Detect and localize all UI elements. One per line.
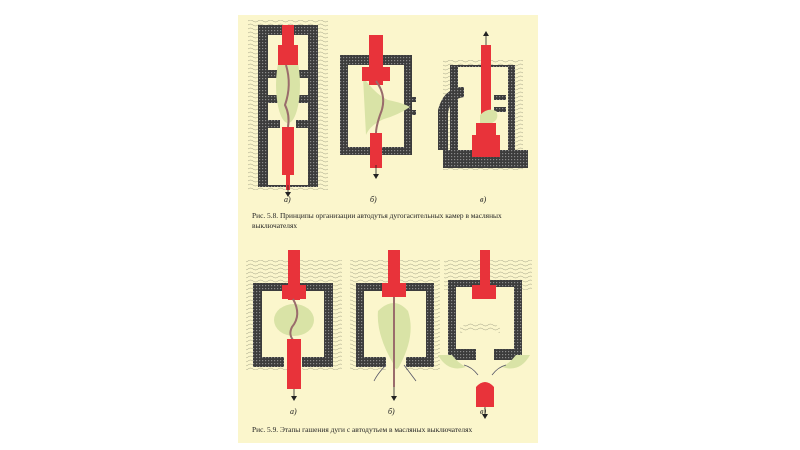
down-arrow-icon xyxy=(373,174,379,179)
fig59-a-diagram xyxy=(246,250,342,399)
down-arrow-icon xyxy=(391,396,397,401)
fig58-v-diagram xyxy=(438,33,528,170)
fig59-b-diagram xyxy=(350,250,440,399)
fig59-label-v: в) xyxy=(480,407,487,416)
fig58-label-v: в) xyxy=(480,195,487,204)
fig59-v-diagram xyxy=(438,250,532,417)
fig58-a-diagram xyxy=(248,20,328,195)
fig58-b-diagram xyxy=(340,35,416,177)
fig58-caption: Рис. 5.8. Принципы организации автодутья… xyxy=(252,211,502,230)
down-arrow-icon xyxy=(291,396,297,401)
fig59-label-a: а) xyxy=(290,407,297,416)
figures-illustration xyxy=(246,20,532,419)
up-arrow-icon xyxy=(483,31,489,36)
fig58-label-b: б) xyxy=(370,195,377,204)
fig59-label-b: б) xyxy=(388,407,395,416)
down-arrow-icon xyxy=(285,192,291,197)
fig59-caption: Рис. 5.9. Этапы гашения дуги с автодутье… xyxy=(252,425,473,434)
figure-sheet: а) б) в) Рис. 5.8. Принципы организации … xyxy=(238,15,538,443)
down-arrow-icon xyxy=(482,414,488,419)
fig58-label-a: а) xyxy=(284,195,291,204)
